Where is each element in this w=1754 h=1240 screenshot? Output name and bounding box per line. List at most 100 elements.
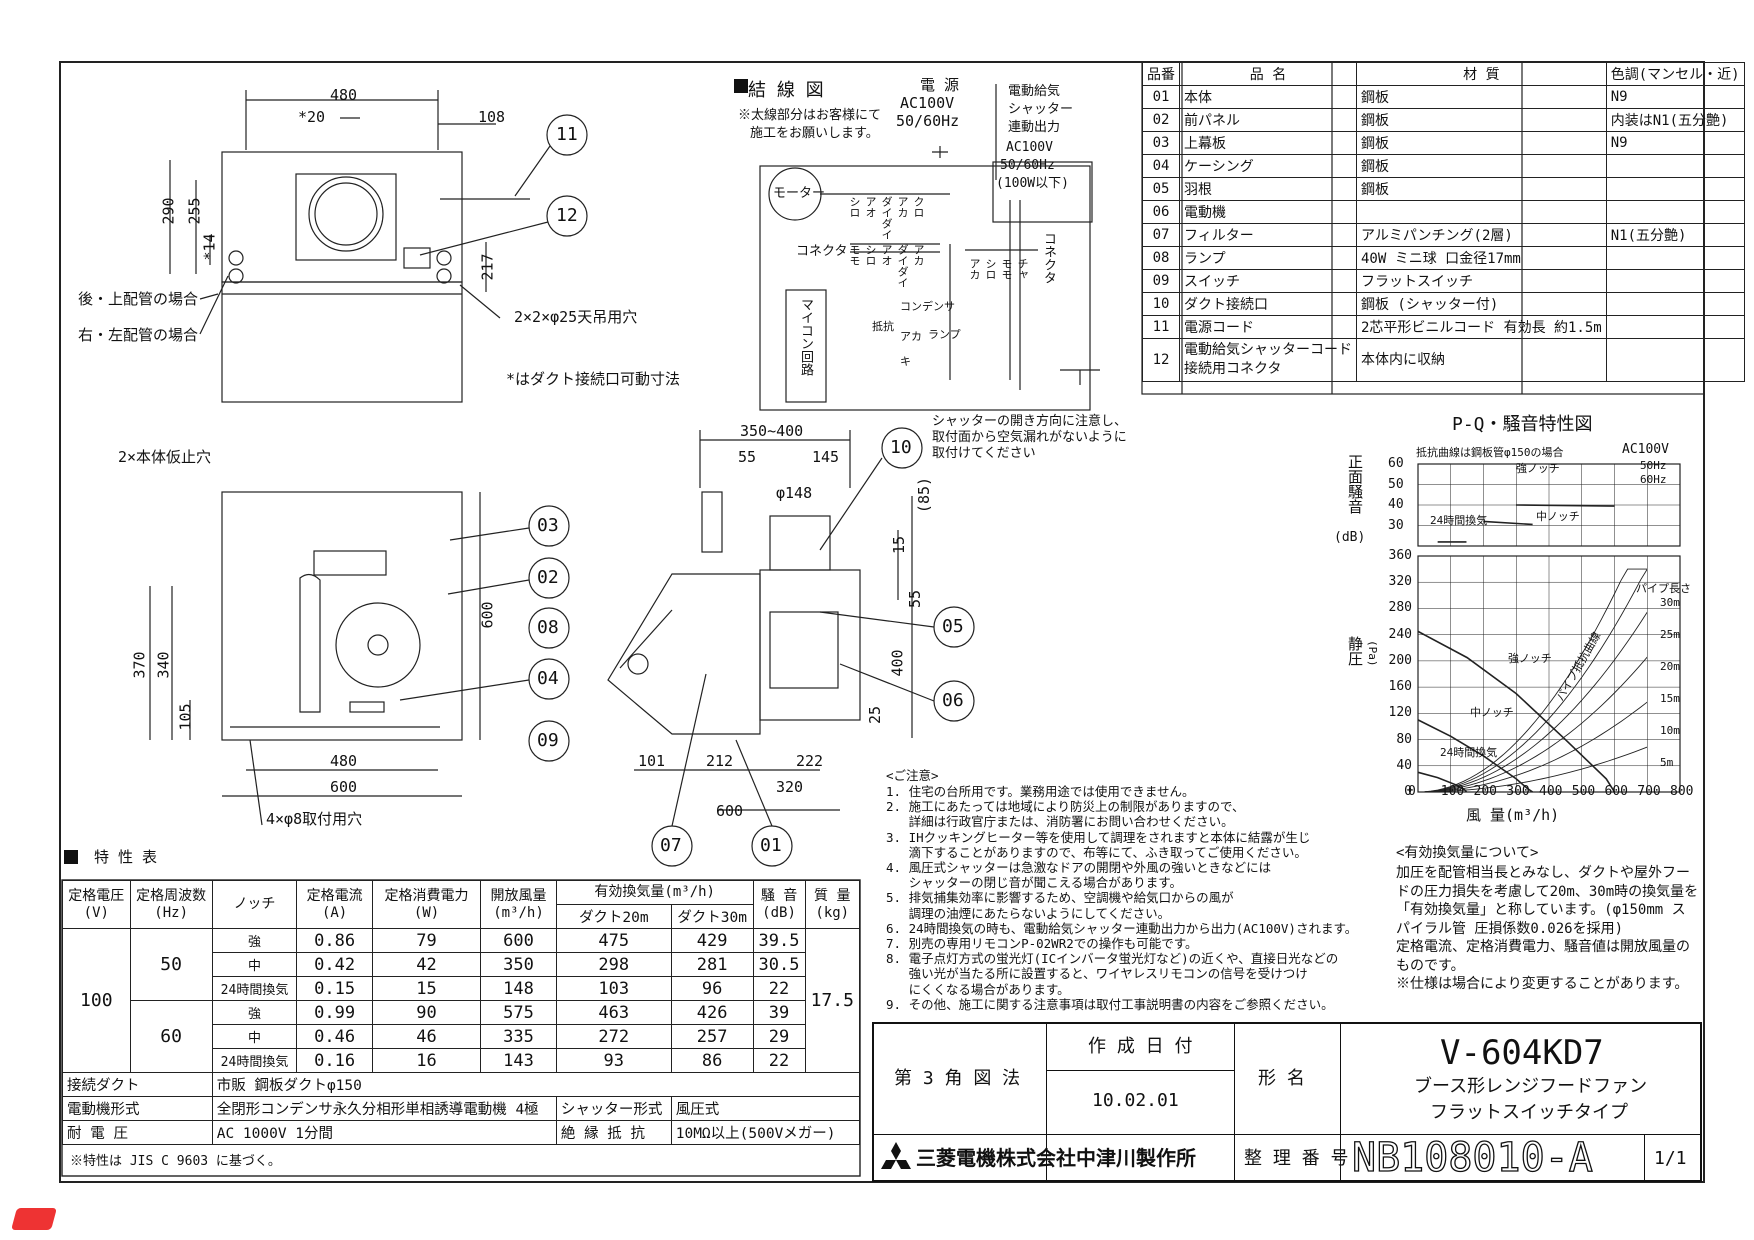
pq-x-tick: 100 [1440,784,1465,799]
parts-cell: ケーシング [1179,154,1357,178]
airflow-title: <有効換気量について> [1396,845,1539,861]
parts-cell [1605,246,1745,270]
dim-350-400: 350~400 [740,422,804,440]
spec-cell: 429 [670,928,754,953]
parts-cell: 12 [1142,338,1180,382]
dim-14: *14 [200,233,219,261]
pq-y-tick: 280 [1388,600,1412,616]
pq-series-1 [1417,719,1534,793]
pq-chart [1417,463,1681,793]
parts-cell [1356,200,1607,224]
dim-101: 101 [638,752,666,770]
spec-footer-value: 風圧式 [670,1096,861,1121]
wire-color-label: シロ [864,244,877,266]
pq-curve-label: 強ノッチ [1508,652,1552,665]
wiring-shutter-2: シャッター [1008,102,1074,117]
parts-cell: 鋼板 (シャッター付) [1356,292,1607,316]
spec-subheader-cell: ダクト20m [555,904,672,929]
pq-noise-tick: 50 [1388,476,1404,492]
pq-noise-label: 正面騒音 [1346,454,1364,514]
caution-line: 滴下することがありますので、布等にて、ふき取ってご使用ください。 [886,844,1307,860]
model-label: 形 名 [1258,1068,1305,1089]
parts-cell: 03 [1142,131,1180,155]
caution-line: にくくなる場合があります。 [886,981,1070,997]
spec-footer-row: 電動機形式全閉形コンデンサ永久分相形単相誘導電動機 4極シャッター形式風圧式 [62,1096,861,1121]
spec-cell: 79 [371,928,482,953]
wiring-power-1: 電 源 [920,76,960,94]
parts-cell: 上幕板 [1179,131,1357,155]
spec-cell: 0.99 [296,1000,373,1025]
spec-footer-row: 接続ダクト市販 鋼板ダクトφ150 [62,1072,861,1097]
pq-noise-series-1 [1483,520,1533,526]
balloon-06: 06 [942,690,964,711]
caution-line: シャッターの閉じ音が聞こえる場合があります。 [886,875,1182,891]
pipe-resistance-curve [1417,568,1648,793]
spec-heading: 特 性 表 [94,848,158,866]
spec-cell: 93 [555,1048,672,1073]
parts-cell: N9 [1605,131,1745,155]
wiring-power-2: AC100V [900,94,955,112]
parts-cell: フィルター [1179,223,1357,247]
micon-label: マイコン回路 [798,298,813,376]
front-view [149,491,570,826]
wiring-shutter-5: 50/60Hz [1000,158,1055,173]
spec-header-cell: 有効換気量(m³/h) [555,880,754,905]
parts-cell: N9 [1605,85,1745,109]
pq-noise-tick: 30 [1388,517,1404,533]
pq-curve-label: 中ノッチ [1536,510,1580,523]
pq-title: P-Q・騒音特性図 [1452,414,1593,435]
pq-x-tick: 600 [1604,784,1628,799]
drawing-number: NB108010-A [1351,1135,1593,1181]
balloon-08: 08 [537,617,559,638]
spec-cell: 103 [555,976,672,1001]
spec-header-cell: 定格消費電力 (W) [371,880,482,929]
parts-cell: フラットスイッチ [1356,269,1607,293]
pq-pressure-label: 静圧 [1346,636,1364,666]
spec-cell: 475 [555,928,672,953]
model-desc-2: フラットスイッチタイプ [1430,1102,1628,1123]
parts-cell: 鋼板 [1356,177,1607,201]
spec-cell: 0.15 [296,976,373,1001]
spec-cell: 0.46 [296,1024,373,1049]
caution-line: 1. 住宅の台所用です。業務用途では使用できません。 [886,784,1195,799]
wire-color-label: アカ [912,244,925,266]
balloon-02: 02 [537,567,559,588]
dim-480-front: 480 [330,752,358,770]
balloon-03: 03 [537,515,559,536]
dim-20: *20 [298,108,326,126]
spec-cell: 22 [752,976,806,1001]
caution-line: 4. 風圧式シャッターは急激なドアの開閉や外風の強いときなどには [886,860,1272,875]
label-rear-pipe: 後・上配管の場合 [78,290,199,308]
spec-footer-value: 全閉形コンデンサ永久分相形単相誘導電動機 4極 [211,1096,557,1121]
spec-cell: 281 [670,952,754,977]
spec-cell: 強 [211,1000,298,1025]
pq-legend-60: 60Hz [1640,473,1667,486]
wiring-shutter-1: 電動給気 [1008,84,1061,99]
spec-cell: 46 [371,1024,482,1049]
spec-header-cell: 定格電圧 (V) [62,880,131,929]
pq-power: AC100V [1622,442,1669,457]
parts-cell: 07 [1142,223,1180,247]
wire-color-label: アカ [896,196,909,218]
spec-header-cell: ノッチ [211,880,298,929]
pq-pipe-tick: 20m [1660,660,1680,673]
wiring-heading: 結 線 図 [748,80,824,101]
side-view [607,427,975,867]
pipe-resistance-curve [1417,746,1648,793]
spec-footer-value: 市販 鋼板ダクトφ150 [211,1072,861,1097]
pq-subtitle: 抵抗曲線は鋼板管φ150の場合 [1416,446,1564,459]
spec-footer-label: 接続ダクト [62,1072,213,1097]
pq-x-tick: 200 [1473,784,1497,799]
spec-header-row: 定格電圧 (V)定格周波数 (Hz)ノッチ定格電流 (A)定格消費電力 (W)開… [62,880,860,929]
spec-cell: 22 [752,1048,806,1073]
pq-curve-label: 中ノッチ [1470,706,1514,719]
label-hang-holes: 2×2×φ25天吊用穴 [514,308,638,326]
